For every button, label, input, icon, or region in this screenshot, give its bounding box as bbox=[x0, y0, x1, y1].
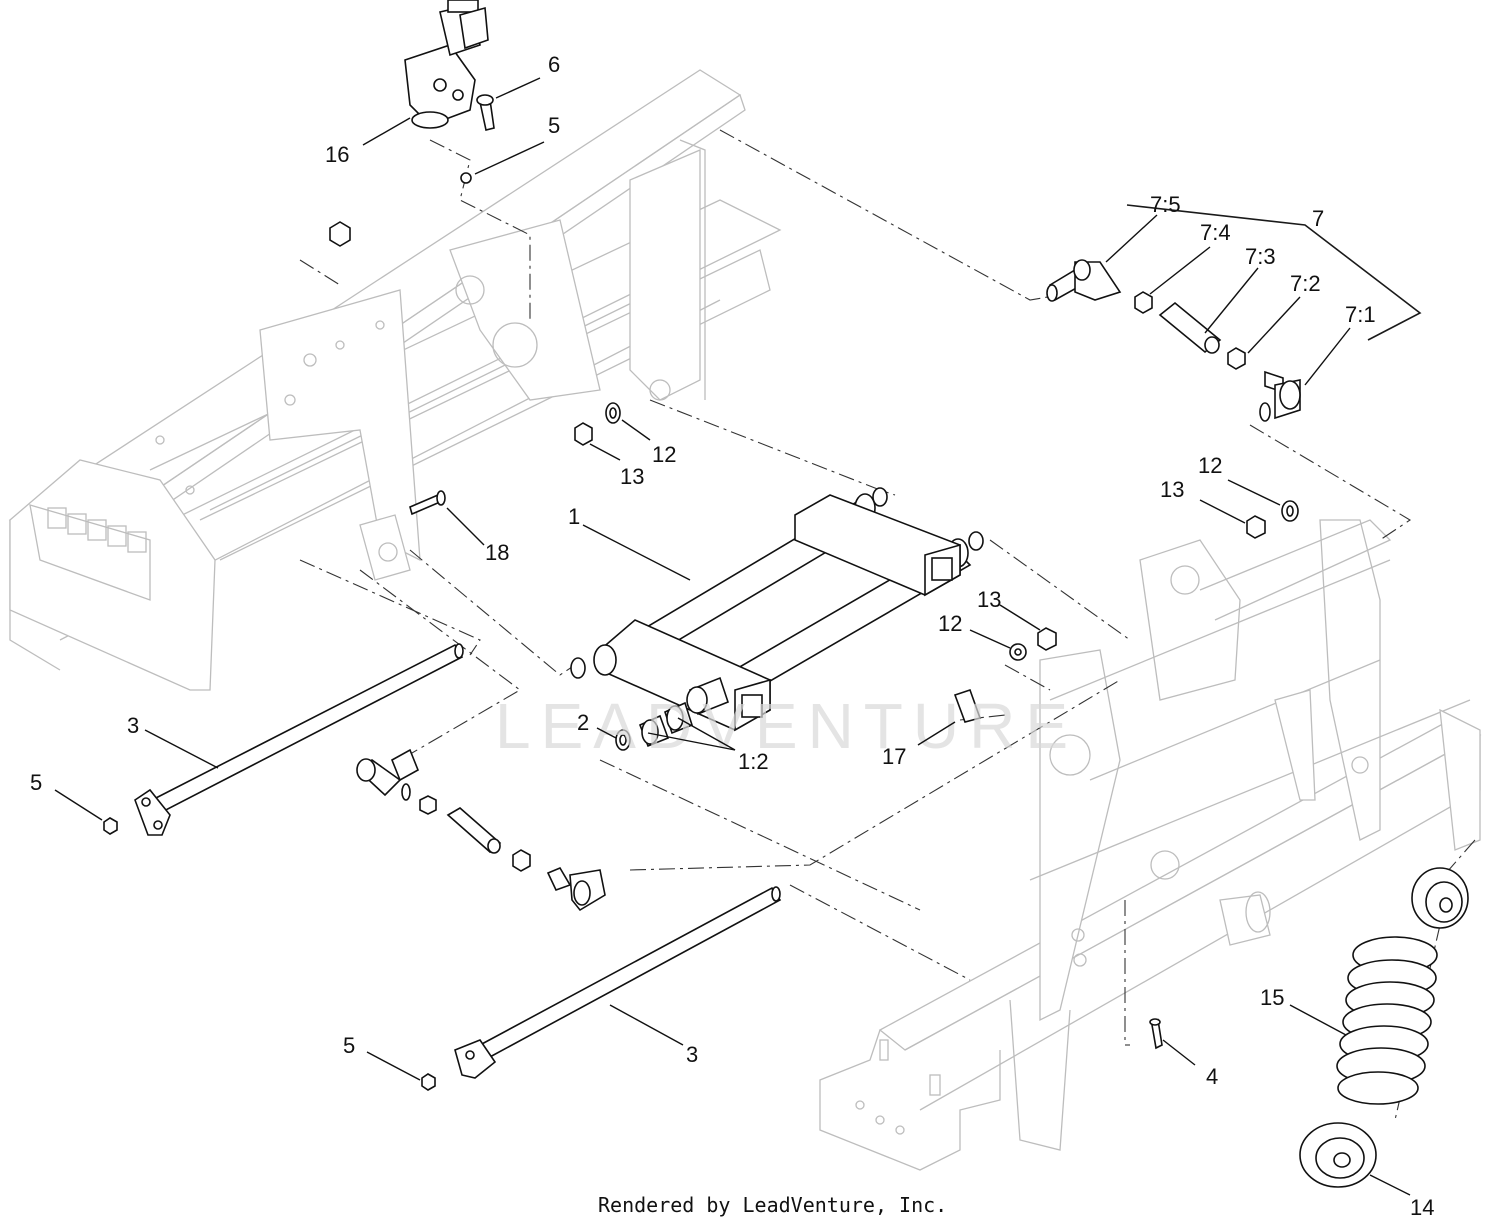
part-nut-upper-left bbox=[329, 221, 351, 247]
callout-12-c: 12 bbox=[938, 611, 962, 636]
part-1-2-bushings bbox=[638, 676, 729, 748]
part-13-nut-c bbox=[1037, 627, 1057, 651]
callout-5-left: 5 bbox=[30, 770, 42, 795]
callout-1: 1 bbox=[568, 504, 580, 529]
part-7-tie-rod-assembly bbox=[1046, 204, 1422, 422]
callout-labels: 6 16 5 7 7:5 7:4 7:3 7:2 7:1 12 13 18 1 … bbox=[30, 52, 1434, 1220]
callout-2: 2 bbox=[577, 710, 589, 735]
part-12-washer-a bbox=[605, 402, 621, 424]
upper-frame-phantom bbox=[8, 69, 782, 691]
callout-1-2: 1:2 bbox=[738, 749, 769, 774]
callout-13-a: 13 bbox=[620, 464, 644, 489]
safety-decal bbox=[47, 507, 147, 553]
part-16-valve-housing bbox=[404, 0, 489, 129]
lower-frame-phantom bbox=[819, 519, 1482, 1171]
callout-13-b: 13 bbox=[1160, 477, 1184, 502]
part-12-washer-b bbox=[1281, 500, 1299, 522]
part-7-1-rod-end bbox=[1259, 370, 1301, 422]
callout-7: 7 bbox=[1312, 206, 1324, 231]
callout-4: 4 bbox=[1206, 1064, 1218, 1089]
footer-credit: Rendered by LeadVenture, Inc. bbox=[598, 1193, 947, 1217]
callout-18: 18 bbox=[485, 540, 509, 565]
part-5-nut-top bbox=[460, 172, 472, 184]
part-4-bolt bbox=[1149, 1018, 1163, 1050]
callout-17: 17 bbox=[882, 744, 906, 769]
part-7-4-nut bbox=[1134, 291, 1153, 314]
callout-14: 14 bbox=[1410, 1195, 1434, 1220]
callout-16: 16 bbox=[325, 142, 349, 167]
part-13-nut-b bbox=[1246, 515, 1266, 539]
part-3-link-rod-lower bbox=[454, 886, 782, 1079]
part-13-nut-a bbox=[574, 422, 593, 446]
callout-7-3: 7:3 bbox=[1245, 244, 1276, 269]
part-5-nut-left bbox=[103, 817, 118, 835]
callout-15: 15 bbox=[1260, 985, 1284, 1010]
callout-7-2: 7:2 bbox=[1290, 271, 1321, 296]
part-12-washer-c bbox=[1009, 643, 1027, 661]
lower-tie-rod bbox=[356, 748, 606, 912]
part-6-pin bbox=[476, 94, 495, 131]
callout-7-5: 7:5 bbox=[1150, 192, 1181, 217]
part-14-spring-cup-top bbox=[1411, 867, 1469, 929]
leader-lines bbox=[54, 77, 1411, 1196]
callout-7-1: 7:1 bbox=[1345, 302, 1376, 327]
callout-3-lower: 3 bbox=[686, 1042, 698, 1067]
part-18-bolt bbox=[409, 490, 446, 516]
part-7-5-rod-end bbox=[1046, 259, 1122, 302]
callout-5-bottom: 5 bbox=[343, 1033, 355, 1058]
callout-7-4: 7:4 bbox=[1200, 220, 1231, 245]
callout-6: 6 bbox=[548, 52, 560, 77]
part-17-clip bbox=[953, 688, 982, 723]
callout-12-b: 12 bbox=[1198, 453, 1222, 478]
callout-13-c: 13 bbox=[977, 587, 1001, 612]
part-7-2-nut bbox=[1227, 347, 1246, 370]
callout-12-a: 12 bbox=[652, 442, 676, 467]
part-5-nut-bottom bbox=[421, 1073, 436, 1091]
callout-3-upper: 3 bbox=[127, 713, 139, 738]
callout-5-top: 5 bbox=[548, 113, 560, 138]
part-14-spring-cup-bottom bbox=[1299, 1122, 1377, 1188]
part-2-washer bbox=[615, 729, 631, 751]
part-7-3-sleeve bbox=[1158, 301, 1222, 354]
watermark: LEADVENTURE bbox=[495, 690, 1078, 762]
part-15-spring bbox=[1336, 936, 1438, 1105]
part-3-link-rod-upper bbox=[134, 643, 464, 836]
part-1-pivot-arm bbox=[570, 487, 984, 732]
